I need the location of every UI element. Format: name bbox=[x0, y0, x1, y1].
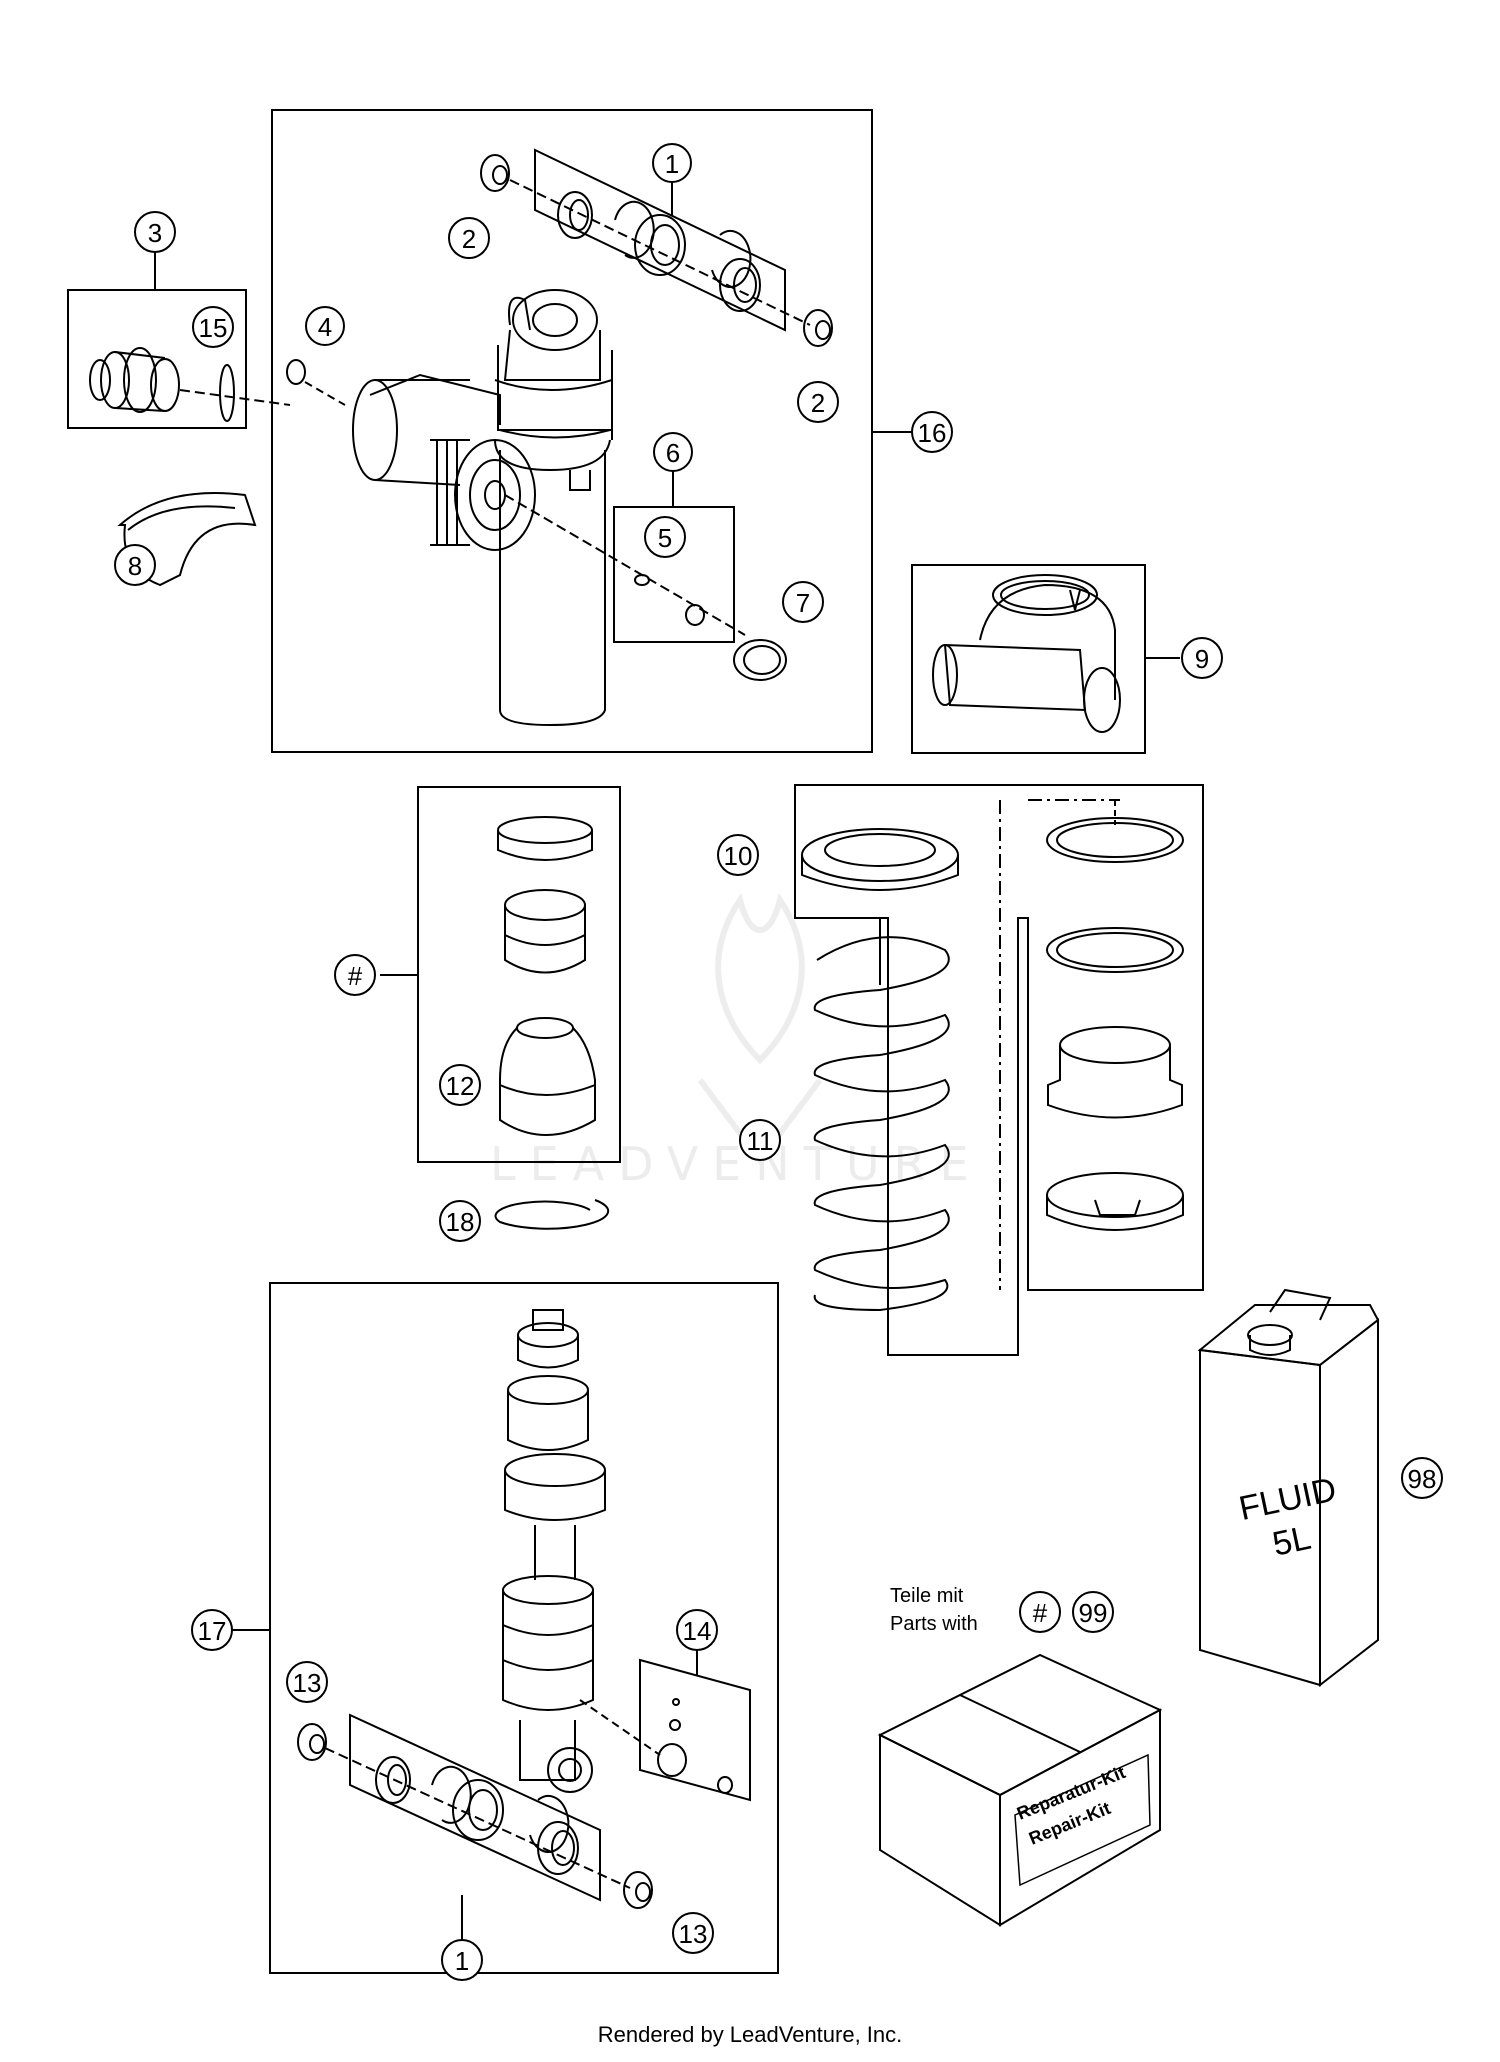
bump-stop-parts bbox=[497, 816, 596, 1136]
svg-text:13: 13 bbox=[679, 1919, 708, 1949]
callout-98: 98 bbox=[1401, 1457, 1443, 1499]
svg-text:1: 1 bbox=[665, 149, 679, 179]
svg-text:13: 13 bbox=[293, 1668, 322, 1698]
spring-plate-part bbox=[801, 828, 959, 891]
callout-12: 12 bbox=[439, 1064, 481, 1106]
valve-parts bbox=[504, 494, 787, 681]
svg-text:16: 16 bbox=[918, 418, 947, 448]
callout-13-bottom: 13 bbox=[672, 1912, 714, 1954]
frame-damper-rod bbox=[269, 1282, 779, 1974]
callout-3: 3 bbox=[134, 211, 176, 253]
spring-part bbox=[813, 918, 950, 1312]
parts-diagram: LEADVENTURE bbox=[67, 109, 1443, 1981]
callout-99: 99 bbox=[1072, 1591, 1114, 1633]
callout-6: 6 bbox=[653, 432, 693, 472]
svg-text:14: 14 bbox=[683, 1616, 712, 1646]
svg-text:15: 15 bbox=[199, 313, 228, 343]
callout-13-left: 13 bbox=[286, 1661, 328, 1703]
svg-text:18: 18 bbox=[446, 1207, 475, 1237]
callout-14: 14 bbox=[676, 1609, 718, 1651]
damper-rod-part bbox=[502, 1309, 606, 1793]
label-parts-with: Parts with bbox=[890, 1613, 978, 1635]
svg-text:#: # bbox=[348, 961, 363, 991]
repair-kit-box bbox=[877, 1653, 1163, 1927]
callout-1-top: 1 bbox=[652, 143, 692, 183]
svg-text:1: 1 bbox=[455, 1946, 469, 1976]
callout-7: 7 bbox=[782, 581, 824, 623]
svg-text:98: 98 bbox=[1408, 1464, 1437, 1494]
callout-8: 8 bbox=[114, 544, 156, 586]
svg-text:9: 9 bbox=[1195, 644, 1209, 674]
callout-1-bottom: 1 bbox=[441, 1939, 483, 1981]
svg-text:10: 10 bbox=[724, 841, 753, 871]
label-teile-mit: Teile mit bbox=[890, 1585, 964, 1607]
callout-17: 17 bbox=[191, 1609, 233, 1651]
svg-text:7: 7 bbox=[796, 588, 810, 618]
svg-text:99: 99 bbox=[1079, 1598, 1108, 1628]
callout-11: 11 bbox=[739, 1119, 781, 1161]
valve-4-part bbox=[286, 359, 346, 406]
svg-text:2: 2 bbox=[462, 224, 476, 254]
callout-hash-frame: # bbox=[334, 954, 376, 996]
render-credit: Rendered by LeadVenture, Inc. bbox=[597, 2022, 903, 2047]
fluid-can bbox=[1197, 1288, 1380, 1688]
callout-2-right: 2 bbox=[797, 381, 839, 423]
svg-text:6: 6 bbox=[666, 438, 680, 468]
svg-text:3: 3 bbox=[148, 218, 162, 248]
callout-15: 15 bbox=[192, 306, 234, 348]
callout-10: 10 bbox=[717, 834, 759, 876]
callout-4: 4 bbox=[305, 306, 345, 346]
spring-retainer-parts bbox=[1046, 800, 1184, 1231]
bushing-group-box bbox=[534, 148, 786, 332]
compression-adjuster-part bbox=[89, 347, 235, 422]
valve-14-parts bbox=[579, 1698, 733, 1794]
svg-text:8: 8 bbox=[128, 551, 142, 581]
callout-16: 16 bbox=[911, 411, 953, 453]
fluid-label-line1: FLUID bbox=[1236, 1470, 1340, 1528]
svg-text:12: 12 bbox=[446, 1071, 475, 1101]
callout-hash-kit: # bbox=[1019, 1591, 1061, 1633]
bushing-set-top bbox=[480, 154, 833, 347]
svg-text:2: 2 bbox=[811, 388, 825, 418]
frame-spring-group bbox=[794, 784, 1204, 1356]
svg-text:#: # bbox=[1033, 1598, 1048, 1628]
callout-2-top: 2 bbox=[448, 217, 490, 259]
shock-body-part bbox=[352, 289, 613, 727]
callout-18: 18 bbox=[439, 1200, 481, 1242]
callout-9: 9 bbox=[1181, 637, 1223, 679]
svg-text:5: 5 bbox=[658, 523, 672, 553]
fluid-label-line2: 5L bbox=[1269, 1519, 1314, 1564]
svg-text:17: 17 bbox=[198, 1616, 227, 1646]
rubber-cover-part bbox=[932, 574, 1121, 733]
adjuster-box bbox=[67, 289, 247, 429]
frame-bump-stop bbox=[417, 786, 621, 1163]
svg-text:4: 4 bbox=[318, 312, 332, 342]
bushing-group-box-lower bbox=[349, 1713, 601, 1902]
circlip-18-part bbox=[494, 1199, 610, 1230]
callout-5: 5 bbox=[644, 516, 686, 558]
valve-box-14 bbox=[639, 1658, 751, 1802]
svg-text:11: 11 bbox=[747, 1126, 774, 1156]
watermark-text: LEADVENTURE bbox=[490, 1137, 983, 1191]
bushing-set-lower bbox=[297, 1723, 653, 1909]
